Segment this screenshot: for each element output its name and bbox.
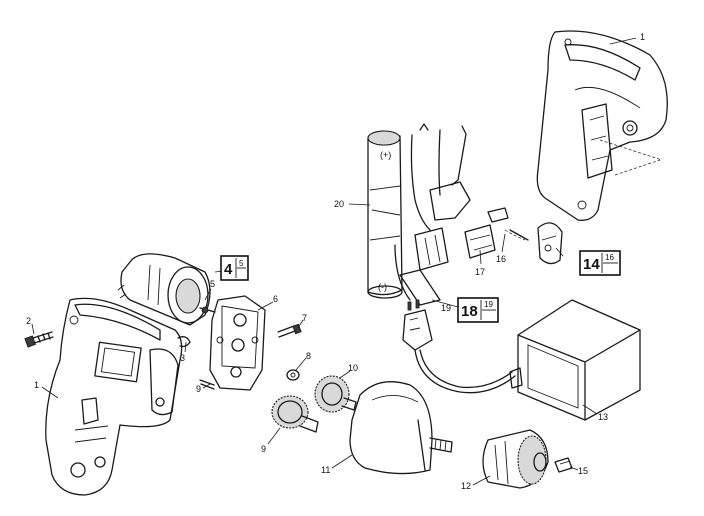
callout-8: 8 (306, 351, 311, 361)
callout-3: 3 (180, 353, 185, 363)
gear-case (209, 295, 266, 391)
callout-15: 15 (578, 466, 588, 476)
housing-right-half (536, 30, 668, 221)
callout-1-upper: 1 (640, 32, 645, 42)
callout-9-gear: 9 (261, 444, 266, 454)
callout-16: 16 (496, 254, 506, 264)
plug-and-cord (402, 299, 516, 394)
ref-box-18: 18 19 (457, 297, 499, 323)
motor (117, 253, 216, 326)
chuck-12 (482, 429, 549, 489)
ref-box-14: 14 16 (579, 250, 621, 276)
callout-6: 6 (273, 294, 278, 304)
ref-box-18-main: 18 (461, 303, 478, 320)
washer-8 (286, 369, 300, 381)
ref-box-18-sub: 19 (484, 300, 493, 309)
svg-text:(+): (+) (380, 150, 391, 160)
callout-9-small: 9 (196, 384, 201, 394)
callout-10: 10 (348, 363, 358, 373)
svg-text:(-): (-) (378, 282, 387, 292)
callout-17: 17 (475, 267, 485, 277)
screw-15 (554, 457, 573, 473)
callout-2: 2 (26, 316, 31, 326)
gear-10 (314, 375, 357, 413)
callout-5: 5 (210, 279, 215, 289)
gear-9 (271, 395, 319, 433)
callout-19: 19 (441, 303, 451, 313)
battery-pack-20: (+) (-) (367, 130, 403, 299)
ref-box-14-main: 14 (583, 256, 600, 273)
callout-12: 12 (461, 481, 471, 491)
switch-assembly (394, 123, 529, 306)
gear-housing-11 (349, 381, 453, 475)
callout-20: 20 (334, 199, 344, 209)
housing-left-half (45, 297, 183, 496)
callout-7: 7 (302, 313, 307, 323)
ref-box-14-sub: 16 (605, 253, 614, 262)
trigger-switch (537, 222, 563, 265)
ref-box-4: 4 5 (220, 255, 249, 281)
callout-13: 13 (598, 412, 608, 422)
callout-11: 11 (321, 465, 330, 475)
small-screw-9 (199, 379, 215, 390)
callout-numbers: 1 1 2 3 5 6 7 8 9 9 10 11 12 13 15 16 17… (26, 32, 645, 491)
charger-13 (509, 299, 641, 421)
callout-1-lower: 1 (34, 380, 39, 390)
small-clip-3 (177, 336, 191, 348)
ref-box-4-main: 4 (224, 261, 233, 278)
screw-7 (277, 323, 302, 338)
ref-box-4-sub: 5 (239, 259, 244, 268)
screw-2 (24, 331, 54, 348)
